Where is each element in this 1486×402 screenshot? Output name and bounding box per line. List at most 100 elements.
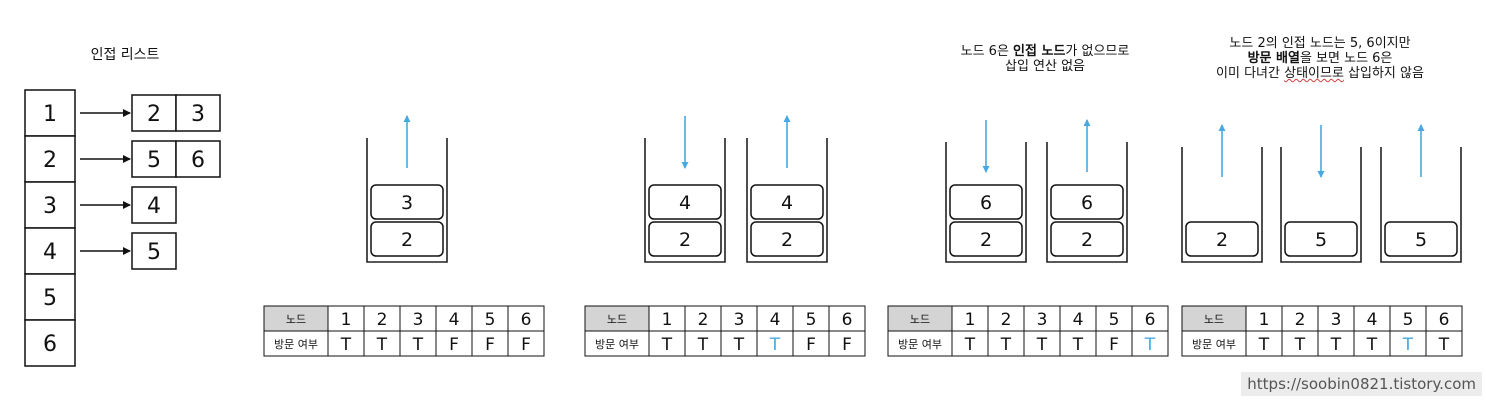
visit-table-value-cell [951, 330, 989, 357]
adjacency-node-label: 6 [43, 332, 57, 357]
adjacency-neighbor-label: 3 [191, 102, 205, 127]
visit-table-node-cell [1059, 305, 1097, 332]
stack-item-box [1050, 184, 1124, 220]
adjacency-node-label: 1 [43, 102, 57, 127]
visit-table-node-number: 6 [1145, 310, 1156, 330]
visit-table-value: F [806, 335, 816, 355]
visit-table-node-number: 4 [449, 310, 460, 330]
adjacency-neighbor-cell [175, 94, 221, 132]
visit-table-node-number: 5 [1403, 310, 1414, 330]
stack-container [1181, 147, 1263, 263]
stack-item-label: 6 [980, 192, 992, 214]
step4-caption-line3c: 삽입하지 않음 [1343, 66, 1424, 81]
stack-item-label: 2 [1216, 229, 1228, 251]
visit-table-value: T [1438, 335, 1450, 355]
visit-table-value: F [485, 335, 495, 355]
visit-table-value: T [1072, 335, 1084, 355]
adjacency-node-cell [24, 273, 76, 321]
visit-table-value: T [376, 335, 388, 355]
step4-caption: 노드 2의 인접 노드는 5, 6이지만 방문 배열을 보면 노드 6은 이미 … [1170, 36, 1470, 81]
visit-table-value: F [842, 335, 852, 355]
visit-table-node-cell [828, 305, 866, 332]
visit-table-value-cell [363, 330, 401, 357]
visit-table-value-highlighted: T [1144, 335, 1156, 355]
visit-table-value: T [661, 335, 673, 355]
visit-table-value-highlighted: T [1402, 335, 1414, 355]
visit-table-value: T [1258, 335, 1270, 355]
visit-table-node-number: 1 [965, 310, 976, 330]
step3-caption-line1a: 노드 6은 [960, 44, 1014, 59]
visit-table-node-cell [363, 305, 401, 332]
stack-item-label: 5 [1415, 229, 1427, 251]
visit-table-node-number: 1 [1259, 310, 1270, 330]
adjacency-neighbor-label: 5 [147, 148, 161, 173]
stack-item-box [1384, 221, 1458, 257]
visit-table-value-cell [1353, 330, 1391, 357]
visit-table-node-cell [987, 305, 1025, 332]
visit-table-node-number: 2 [698, 310, 709, 330]
adjacency-node-cell [24, 181, 76, 229]
visit-table-node-number: 3 [734, 310, 745, 330]
stack-container [1046, 142, 1128, 263]
adjacency-node-label: 5 [43, 286, 57, 311]
stack-item-box [949, 184, 1023, 220]
visit-table-value-cell [327, 330, 365, 357]
stack-item-label: 2 [401, 229, 413, 251]
visit-table-header-label: 노드 [607, 313, 627, 326]
visit-table-value: T [733, 335, 745, 355]
visit-table-value: F [449, 335, 459, 355]
stack-item-box [648, 221, 722, 257]
stack-item-box [370, 184, 444, 220]
step3-caption: 노드 6은 인접 노드가 없으므로 삽입 연산 없음 [920, 44, 1170, 74]
visit-table-node-cell [399, 305, 437, 332]
stack-item-label: 4 [781, 192, 793, 214]
visit-table-node-number: 4 [1073, 310, 1084, 330]
stack-item-box [1050, 221, 1124, 257]
visit-table-value: T [412, 335, 424, 355]
visit-table-header-label: 노드 [910, 313, 930, 326]
stack-item-box [648, 184, 722, 220]
adjacency-neighbor-cell [131, 232, 177, 270]
visit-table-value-cell [1131, 330, 1169, 357]
adjacency-list-title: 인접 리스트 [90, 47, 160, 63]
step3-caption-line1c: 가 없으므로 [1065, 44, 1130, 59]
visit-table-node-number: 3 [413, 310, 424, 330]
visit-table-node-cell [792, 305, 830, 332]
visit-table-node-number: 4 [770, 310, 781, 330]
visit-table-node-cell [756, 305, 794, 332]
adjacency-node-cell [24, 319, 76, 367]
visit-table-header-label-cell [584, 305, 650, 332]
visit-table-value-highlighted: T [769, 335, 781, 355]
step4-caption-line1: 노드 2의 인접 노드는 5, 6이지만 [1229, 36, 1411, 51]
adjacency-neighbor-cell [131, 94, 177, 132]
stack-item-label: 2 [679, 229, 691, 251]
adjacency-neighbor-cell [131, 186, 177, 224]
visit-table-value: T [1330, 335, 1342, 355]
visit-table-node-cell [507, 305, 545, 332]
visit-table-row-label: 방문 여부 [898, 338, 942, 351]
adjacency-node-cell [24, 89, 76, 137]
visit-table-node-cell [720, 305, 758, 332]
visit-table-node-number: 6 [842, 310, 853, 330]
visit-table-node-number: 1 [341, 310, 352, 330]
visit-table-value-cell [684, 330, 722, 357]
stack-item-box [949, 221, 1023, 257]
visit-table-node-number: 2 [1001, 310, 1012, 330]
stack-item-label: 5 [1315, 229, 1327, 251]
stack-item-label: 2 [1081, 229, 1093, 251]
visit-table-node-number: 2 [1295, 310, 1306, 330]
step3-caption-line2: 삽입 연산 없음 [1004, 59, 1086, 74]
step4-caption-line2a: 방문 배열 [1247, 51, 1300, 66]
adjacency-node-label: 4 [43, 240, 57, 265]
stack-item-box [750, 221, 824, 257]
visit-table-row-label-cell [263, 330, 329, 357]
visit-table-node-cell [471, 305, 509, 332]
visit-table-node-number: 5 [806, 310, 817, 330]
stack-container [1280, 147, 1362, 263]
visit-table-header-label-cell [887, 305, 953, 332]
adjacency-node-label: 2 [43, 148, 57, 173]
adjacency-neighbor-cell [175, 140, 221, 178]
visit-table-header-label: 노드 [1204, 313, 1224, 326]
stack-item-label: 2 [781, 229, 793, 251]
